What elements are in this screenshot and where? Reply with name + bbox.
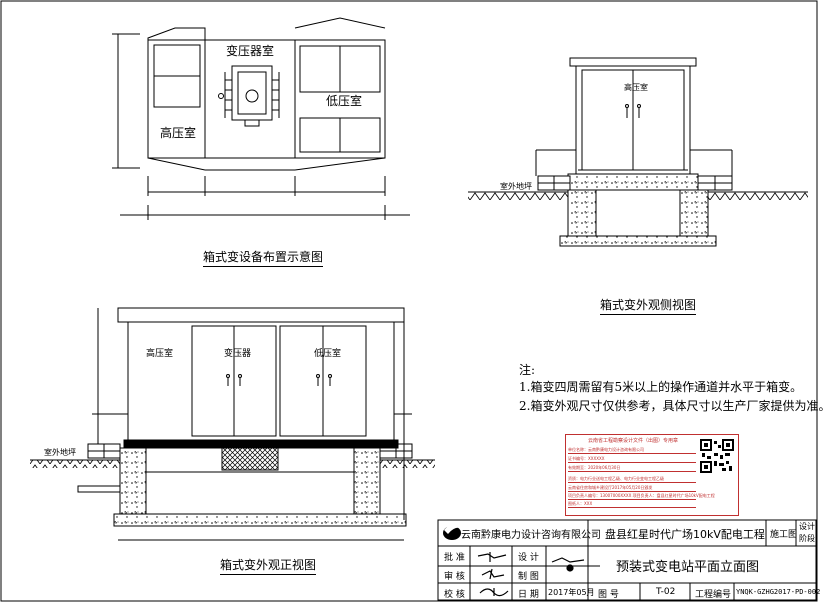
- front-view: [30, 307, 435, 541]
- review-label: 审 核: [444, 572, 465, 582]
- date-label: 日 期: [518, 590, 539, 600]
- front-ground-label: 室外地坪: [44, 448, 76, 457]
- stamp-line: 有效期至：2020年06月30日: [568, 465, 696, 472]
- front-view-caption: 箱式变外观正视图: [220, 556, 317, 575]
- title-block-grid: [437, 519, 817, 601]
- stamp-line: 资质：电力行业送电工程乙级、电力行业变电工程乙级: [568, 476, 696, 483]
- approve-label: 批 准: [444, 553, 465, 563]
- project-name: 盘县红星时代广场10kV配电工程: [605, 528, 765, 541]
- project-number-value: YNQK-GZHG2017-PD-002: [736, 588, 821, 596]
- drawing-title: 预装式变电站平面立面图: [616, 560, 760, 575]
- company-name: 云南黔康电力设计咨询有限公司: [461, 530, 601, 541]
- figure-number-label: 图 号: [598, 590, 619, 600]
- stamp-line: 项目负责人编号：13007000XXXX 项目负责人：盘县红星时代广场10kV配…: [568, 493, 715, 500]
- design-label: 设 计: [518, 553, 539, 563]
- front-room-high: 高压室: [146, 349, 174, 359]
- note-1: 1.箱变四周需留有5米以上的操作通道并水平于箱变。: [519, 380, 803, 394]
- layout-plan: [112, 17, 410, 220]
- company-logo: [443, 524, 462, 540]
- draw-label: 制 图: [518, 572, 539, 582]
- stage-label: 施工图: [770, 530, 798, 540]
- stamp-line: 证书编号：XXXXXX: [568, 456, 696, 463]
- front-view-door-handles: [226, 374, 332, 386]
- side-ground-label: 室外地坪: [500, 182, 532, 191]
- notes-heading: 注:: [519, 363, 536, 377]
- design-stage-label-2: 阶段: [799, 534, 815, 543]
- layout-room-transformer: 变压器室: [226, 44, 275, 58]
- side-view-caption: 箱式变外观侧视图: [600, 296, 697, 315]
- date-value: 2017年05月: [548, 588, 595, 597]
- stamp-line: 图纸人：XXX: [568, 501, 696, 508]
- front-room-transformer: 变压器: [224, 349, 252, 359]
- design-stamp: 云南省工程勘察设计文件（出图）专用章 单位名称：云南黔康电力设计咨询有限公司 证…: [565, 434, 739, 516]
- layout-caption: 箱式变设备布置示意图: [203, 248, 324, 267]
- signature-marks: [477, 552, 585, 597]
- side-view: [468, 57, 808, 247]
- figure-number-value: T-02: [656, 587, 676, 597]
- check-label: 校 核: [444, 590, 465, 600]
- side-view-door-handles: [625, 104, 641, 118]
- note-2: 2.箱变外观尺寸仅供参考，具体尺寸以生产厂家提供为准。: [519, 399, 830, 413]
- stamp-line: 单位名称：云南黔康电力设计咨询有限公司: [568, 447, 696, 454]
- front-room-low: 低压室: [314, 349, 342, 359]
- stamp-line: 云南省住房和城乡建设厅2017年05月20日颁发: [568, 485, 696, 492]
- project-number-label: 工程编号: [695, 590, 732, 600]
- stamp-title: 云南省工程勘察设计文件（出图）专用章: [587, 438, 678, 444]
- qr-code-icon: [700, 439, 734, 473]
- layout-room-low: 低压室: [326, 94, 363, 108]
- design-stage-label-1: 设计: [799, 522, 815, 531]
- side-room-label: 高压室: [624, 83, 648, 92]
- layout-room-high: 高压室: [160, 126, 197, 140]
